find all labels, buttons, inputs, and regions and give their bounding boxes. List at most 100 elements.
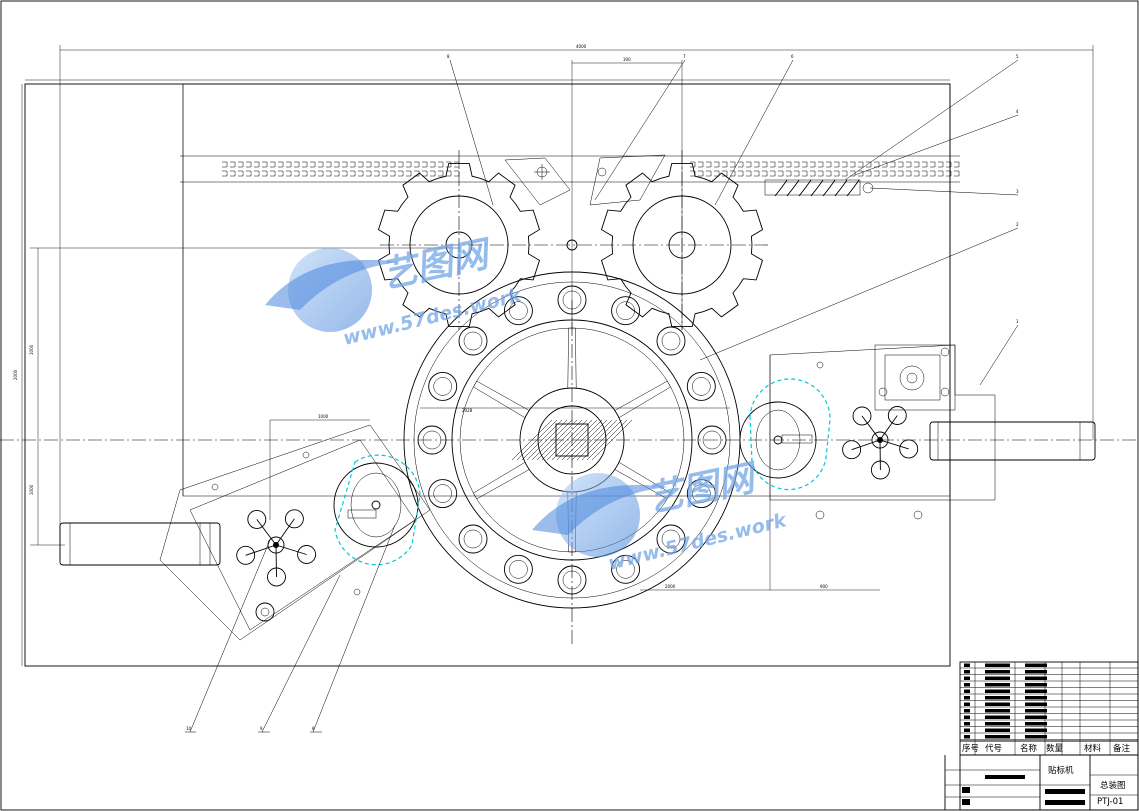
star-arm	[256, 519, 277, 546]
hub-hatch	[511, 419, 633, 461]
hatch-line	[566, 419, 608, 461]
chain-link	[382, 161, 388, 177]
right-labeling-station: 900	[739, 344, 1096, 591]
pocket-outer	[611, 554, 641, 584]
chain-link	[262, 161, 268, 177]
tb-cell-fill	[964, 709, 970, 713]
chain-link	[794, 161, 800, 177]
dimension-overall: 4000 300	[25, 44, 1094, 560]
chain-link	[318, 161, 324, 177]
star-arm	[851, 439, 881, 451]
pocket-inner	[463, 529, 483, 549]
dim-left-text: 1000	[29, 344, 34, 355]
chain-link	[754, 161, 760, 177]
tb-cell-fill	[985, 696, 1010, 700]
tb-cell-fill	[1025, 735, 1047, 739]
dim-right-a-text: 900	[820, 584, 828, 589]
leader-label-5: 4	[1016, 109, 1019, 114]
chain-link	[278, 161, 284, 177]
spoke	[567, 327, 577, 389]
tb-cell-fill	[985, 670, 1010, 674]
star-arm	[245, 544, 277, 556]
chain-link	[954, 161, 960, 177]
pocket-inner	[616, 560, 635, 579]
chain-link	[778, 161, 784, 177]
watermark-left: 艺图网 www.57des.work	[265, 233, 525, 350]
chain-link	[366, 161, 372, 177]
chain-link	[246, 161, 252, 177]
tb-cell-fill	[964, 728, 970, 732]
hatch-line	[541, 419, 583, 461]
hatch-line	[581, 419, 623, 461]
dim-left-small-text: 1000	[29, 484, 34, 495]
chain-link	[342, 161, 348, 177]
chain-link	[922, 161, 928, 177]
chain-link	[738, 161, 744, 177]
chain-link	[882, 161, 888, 177]
chain-link	[866, 161, 872, 177]
screw-feeder	[764, 179, 874, 197]
tb-cell-fill	[964, 702, 970, 706]
pocket-outer	[686, 371, 716, 401]
chain-link	[938, 161, 944, 177]
screw-flight	[822, 179, 836, 197]
hatch-line	[516, 419, 558, 461]
dim-mid-b-text: 1000	[318, 414, 329, 419]
chain-link	[310, 161, 316, 177]
leader-label-3: 6	[791, 54, 794, 59]
star-wheel-left	[236, 509, 317, 587]
chain-link	[890, 161, 896, 177]
dim-right-b-text: 2000	[665, 584, 676, 589]
chain-link	[222, 161, 228, 177]
tb-drawing-type: 总装图	[1100, 780, 1126, 791]
chain-link	[326, 161, 332, 177]
leader-label-9: 10	[186, 726, 192, 731]
dimension-left: 2000 1000 1000	[0, 84, 1139, 666]
pocket-outer	[458, 524, 488, 554]
tb-cell-fill	[1025, 676, 1047, 680]
main-turntable	[403, 271, 741, 645]
tb-cell-fill	[1025, 663, 1047, 667]
screw-flights	[774, 179, 860, 197]
leader-label-1: 8	[447, 54, 450, 59]
spoke	[473, 461, 530, 500]
screw-flight	[798, 179, 812, 197]
hatch-line	[576, 419, 618, 461]
chain-link	[270, 161, 276, 177]
tb-cell-fill	[964, 715, 970, 719]
pocket-inner	[433, 377, 452, 396]
pocket-inner	[616, 301, 635, 320]
chain-link	[898, 161, 904, 177]
tb-header-4: 数量	[1046, 743, 1064, 754]
spoke	[614, 380, 671, 419]
chain-link	[946, 161, 952, 177]
star-arm	[879, 439, 909, 450]
star-arm	[275, 518, 295, 546]
watermark-right: 艺图网 www.57des.work	[532, 457, 790, 575]
title-block: 序号 代号 名称 数量 材料 备注 贴标机 总装图 PTJ-01	[944, 661, 1139, 811]
star-pocket	[887, 406, 907, 425]
leader-label-7: 2	[1016, 222, 1019, 227]
dim-height-text: 2000	[13, 369, 18, 380]
chain-link	[842, 161, 848, 177]
pocket-inner	[509, 301, 528, 320]
pocket-outer	[503, 554, 533, 584]
leader-label-4: 5	[1016, 54, 1019, 59]
chain-link	[786, 161, 792, 177]
pocket-inner	[661, 529, 681, 549]
leader-lines: 8 7 6 5 4 3 2 1 10 9 8	[185, 54, 1019, 733]
chain-link	[398, 161, 404, 177]
tb-cell-fill	[1025, 728, 1047, 732]
pocket-outer	[611, 296, 641, 326]
hatch-line	[531, 419, 573, 461]
chain-link	[286, 161, 292, 177]
tb-cell-fill	[985, 663, 1010, 667]
hatch-line	[546, 419, 588, 461]
star-arm	[879, 415, 898, 441]
chain-link	[914, 161, 920, 177]
hatch-line	[511, 419, 553, 461]
screw-flight	[834, 179, 848, 197]
star-pocket	[236, 545, 256, 565]
chain-link	[446, 161, 452, 177]
